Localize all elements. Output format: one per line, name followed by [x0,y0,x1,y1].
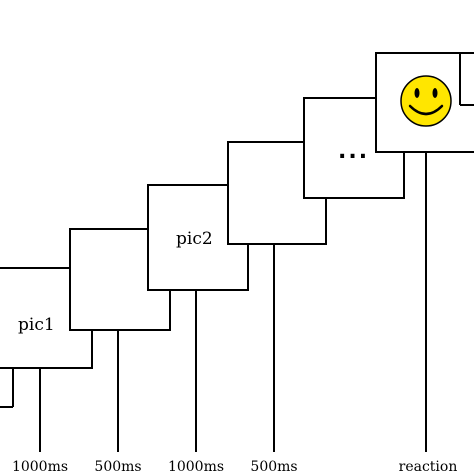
pic1-label: pic1 [18,315,55,335]
timeline-label-4: 500ms [250,459,297,474]
pic2-label: pic2 [176,229,213,249]
timeline-label-2: 500ms [94,459,141,474]
smiley-face-icon [400,75,452,127]
timeline-label-5: reaction [399,459,458,474]
timeline-label-3: 1000ms [168,459,224,474]
timeline-label-1: 1000ms [12,459,68,474]
ellipsis-label: ... [338,139,369,164]
